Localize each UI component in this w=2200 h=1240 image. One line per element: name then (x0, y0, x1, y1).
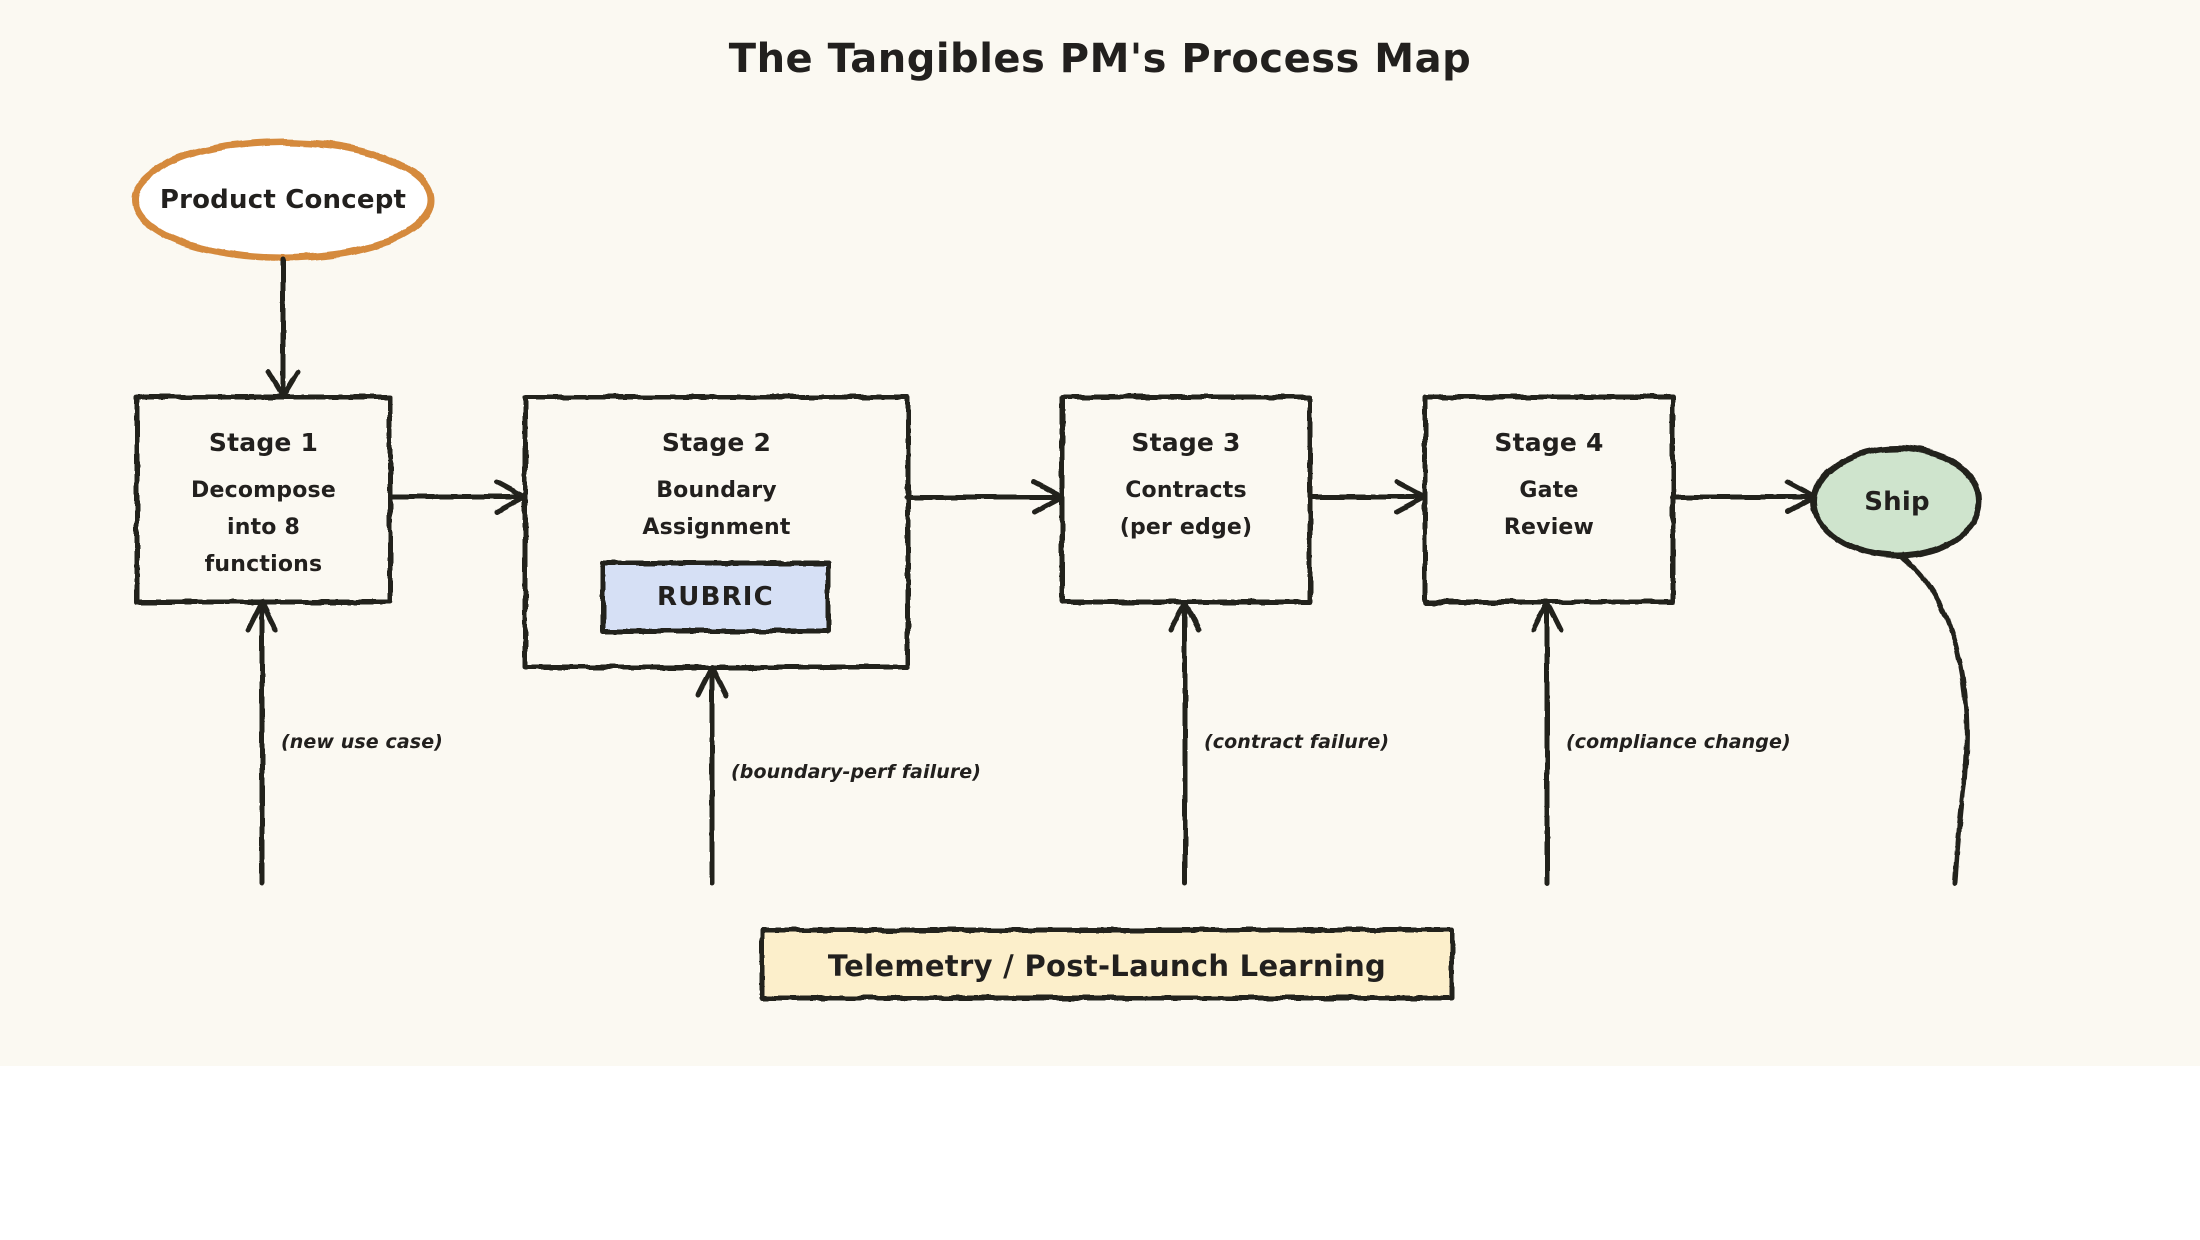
node-product-concept[interactable] (131, 138, 435, 262)
edge-stage4-to-ship (1670, 479, 1818, 515)
ship-ellipse (1811, 445, 1983, 559)
feedback-riser-stage-4 (1530, 599, 1564, 886)
node-ship[interactable] (1811, 445, 1983, 559)
stage-4-box (1422, 394, 1676, 605)
node-stage-2[interactable] (522, 394, 911, 670)
node-stage-3[interactable] (1059, 394, 1313, 605)
edge-concept-to-stage1 (265, 256, 301, 400)
edge-stage2-to-stage3 (905, 479, 1065, 515)
node-stage-4[interactable] (1422, 394, 1676, 605)
edge-stage1-to-stage2 (387, 479, 528, 515)
node-telemetry[interactable] (759, 927, 1455, 1001)
feedback-riser-stage-3 (1168, 599, 1202, 886)
edge-ship-to-feedback-bus (1897, 553, 1969, 886)
product-concept-ellipse (131, 138, 435, 262)
stage-1-box (134, 394, 393, 605)
edge-stage3-to-stage4 (1307, 479, 1428, 515)
stage-3-box (1059, 394, 1313, 605)
node-stage-1[interactable] (134, 394, 393, 605)
feedback-riser-stage-1 (245, 599, 279, 886)
rubric-box (600, 560, 831, 634)
telemetry-box (759, 927, 1455, 1001)
process-map-svg (131, 138, 1983, 1001)
feedback-riser-stage-2 (695, 664, 729, 886)
